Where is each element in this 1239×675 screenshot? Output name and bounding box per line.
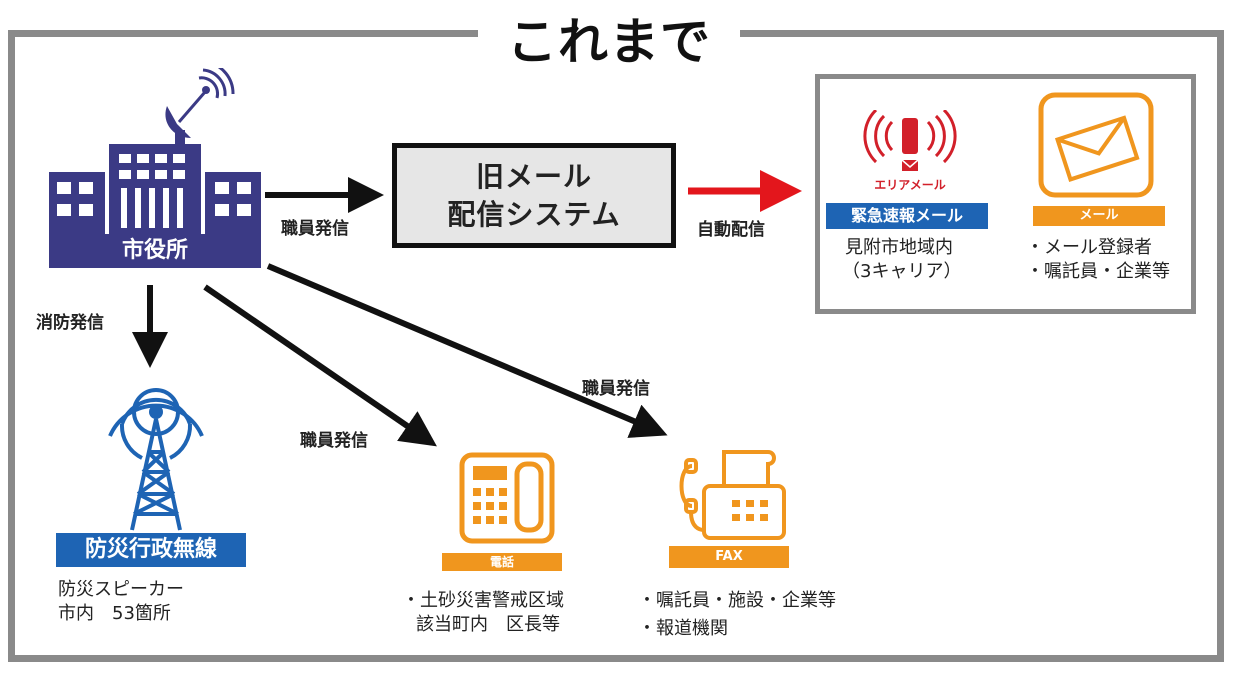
city-hall-label: 市役所 [49,234,261,268]
edge-label-staff-to-phone: 職員発信 [300,431,368,451]
edge-label-fire-dispatch: 消防発信 [36,313,104,333]
phone-label: 電話 [442,553,562,571]
radio-desc-line1: 防災スピーカー [58,579,184,600]
arrow-cityhall-to-phone [203,284,437,447]
city-hall-building-icon [49,68,261,236]
email-desc-line2: ・嘱託員・企業等 [1026,261,1170,282]
telephone-icon [459,452,555,544]
phone-desc-line1: ・土砂災害警戒区域 [402,590,564,611]
page-title: これまで [507,13,711,71]
system-name-line2: 配信システム [447,197,621,231]
system-name-line1: 旧メール [475,159,592,193]
fax-label: FAX [669,546,789,568]
phone-desc-line2: 該当町内 区長等 [416,614,560,635]
radio-tower-icon [108,388,204,531]
title-background [478,0,740,66]
fax-machine-icon [679,450,786,540]
radio-desc-line2: 市内 53箇所 [58,603,171,624]
area-mail-label: 緊急速報メール [826,203,988,229]
email-label: メール [1033,206,1165,226]
edge-label-staff-to-fax: 職員発信 [582,379,650,399]
fax-desc-line1: ・嘱託員・施設・企業等 [638,590,836,611]
area-mail-desc-line2: （3キャリア） [842,261,962,282]
arrow-cityhall-to-fax [266,263,668,438]
area-mail-logo-text: エリアメール [874,178,946,192]
area-mail-desc-line1: 見附市地域内 [845,237,953,258]
area-mail-signal-icon [863,110,957,171]
envelope-icon [1038,92,1154,198]
email-desc-line1: ・メール登録者 [1026,237,1152,258]
radio-label: 防災行政無線 [56,533,246,567]
edge-label-auto-delivery: 自動配信 [697,220,765,240]
fax-desc-line2: ・報道機関 [638,618,728,639]
old-mail-system-box: 旧メール 配信システム [392,143,676,248]
edge-label-staff-to-system: 職員発信 [281,219,349,239]
